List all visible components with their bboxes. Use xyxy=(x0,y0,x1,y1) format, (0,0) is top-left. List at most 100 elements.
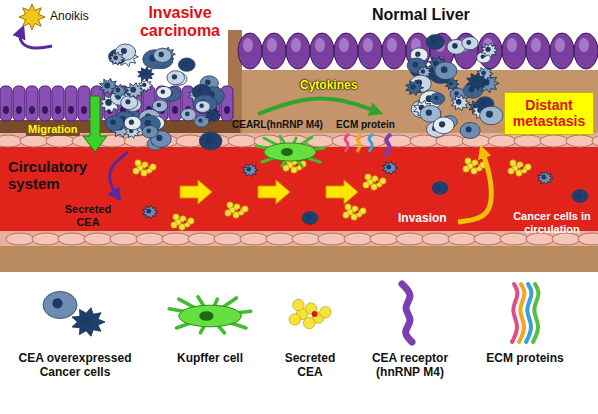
illustration-part xyxy=(306,215,311,220)
illustration-part xyxy=(434,96,438,100)
illustration-part xyxy=(441,66,448,73)
region-label: Normal Liver xyxy=(372,6,470,24)
process-label: Migration xyxy=(26,123,80,136)
illustration-part xyxy=(78,86,90,121)
illustration-part xyxy=(406,80,424,95)
illustration-part xyxy=(526,284,531,342)
illustration-part xyxy=(552,233,580,245)
illustration-part xyxy=(161,89,166,94)
illustration-part xyxy=(181,109,196,121)
illustration-part xyxy=(310,33,334,69)
illustration-part xyxy=(84,233,112,245)
illustration-part xyxy=(481,100,486,105)
process-arrows xyxy=(20,30,491,222)
illustration-part xyxy=(185,112,190,117)
illustration-part xyxy=(104,83,110,89)
illustration-part xyxy=(16,106,22,114)
illustration-part xyxy=(292,233,320,245)
illustration-part xyxy=(121,48,127,54)
illustration-part xyxy=(578,233,598,245)
illustration-part xyxy=(65,86,77,121)
illustration-part xyxy=(146,129,151,134)
illustration-part xyxy=(466,126,472,132)
illustration-part xyxy=(6,233,34,245)
illustration-part xyxy=(142,83,146,87)
primary-tumor-cluster xyxy=(99,44,224,150)
illustration-part xyxy=(295,163,298,166)
illustration-part xyxy=(360,208,366,214)
illustration-part xyxy=(237,208,240,211)
illustration-part xyxy=(0,246,598,272)
illustration-part xyxy=(380,178,386,184)
illustration-part xyxy=(145,166,148,169)
illustration-part xyxy=(46,135,74,147)
illustration-part xyxy=(199,104,203,108)
illustration-part xyxy=(452,43,458,49)
illustration-part xyxy=(159,52,164,57)
highlight-box: Distant metastasis xyxy=(504,92,594,135)
illustration-part xyxy=(150,164,156,170)
illustration-part xyxy=(115,88,120,93)
illustration-part xyxy=(363,182,369,188)
illustration-part xyxy=(449,81,453,85)
illustration-part xyxy=(508,168,514,174)
illustration-part xyxy=(81,106,87,114)
illustration-part xyxy=(520,166,523,169)
illustration-part xyxy=(205,80,211,86)
illustration-part xyxy=(58,233,86,245)
illustration-part xyxy=(410,84,416,90)
illustration-part xyxy=(52,298,62,308)
anoikis-icon xyxy=(19,4,45,30)
illustration-part xyxy=(572,190,588,203)
illustration-part xyxy=(183,220,186,223)
illustration-part xyxy=(512,284,517,342)
illustration-part xyxy=(113,55,118,60)
illustration-part xyxy=(289,314,301,326)
illustration-part xyxy=(142,205,158,218)
illustration-part xyxy=(407,58,426,73)
illustration-part xyxy=(355,210,358,213)
molecule-label: Secreted CEA xyxy=(58,203,118,228)
illustration-part xyxy=(130,87,136,93)
illustration-part xyxy=(370,233,398,245)
illustration-part xyxy=(55,106,61,114)
illustration-part xyxy=(462,37,478,50)
illustration-part xyxy=(365,174,371,180)
illustration-part xyxy=(198,88,204,94)
illustration-part xyxy=(466,40,471,45)
illustration-part xyxy=(52,86,64,121)
illustration-part xyxy=(344,233,372,245)
illustration-part xyxy=(214,233,242,245)
illustration-part xyxy=(302,212,318,225)
illustration-part xyxy=(435,62,457,80)
illustration-part xyxy=(303,317,315,329)
illustration-part xyxy=(426,110,432,116)
illustration-part xyxy=(224,106,230,114)
illustration-part xyxy=(445,78,459,90)
illustration-part xyxy=(382,161,398,174)
illustration-part xyxy=(375,180,378,183)
illustration-part xyxy=(110,119,116,125)
molecule-label: ECM protein xyxy=(336,119,395,131)
illustration-part xyxy=(343,212,349,218)
illustration-part xyxy=(510,160,516,166)
illustration-part xyxy=(198,118,202,122)
illustration-part xyxy=(242,163,258,176)
molecule-label: CEARL(hnRNP M4) xyxy=(232,119,323,131)
illustration-part xyxy=(472,77,478,83)
cea-receptor xyxy=(385,134,391,156)
illustration-part xyxy=(382,33,406,69)
illustration-part xyxy=(320,306,332,318)
illustration-part xyxy=(550,33,574,69)
region-label: Cancer cells in circulation xyxy=(512,210,592,235)
region-label: Circulatory system xyxy=(8,158,108,193)
illustration-part xyxy=(456,99,462,105)
illustration-part xyxy=(432,182,448,195)
illustration-part xyxy=(179,305,241,327)
flow-arrows xyxy=(180,180,358,204)
illustration-part xyxy=(576,193,581,198)
illustration-part xyxy=(225,210,231,216)
illustration-part xyxy=(80,315,90,325)
illustration-part xyxy=(68,106,74,114)
